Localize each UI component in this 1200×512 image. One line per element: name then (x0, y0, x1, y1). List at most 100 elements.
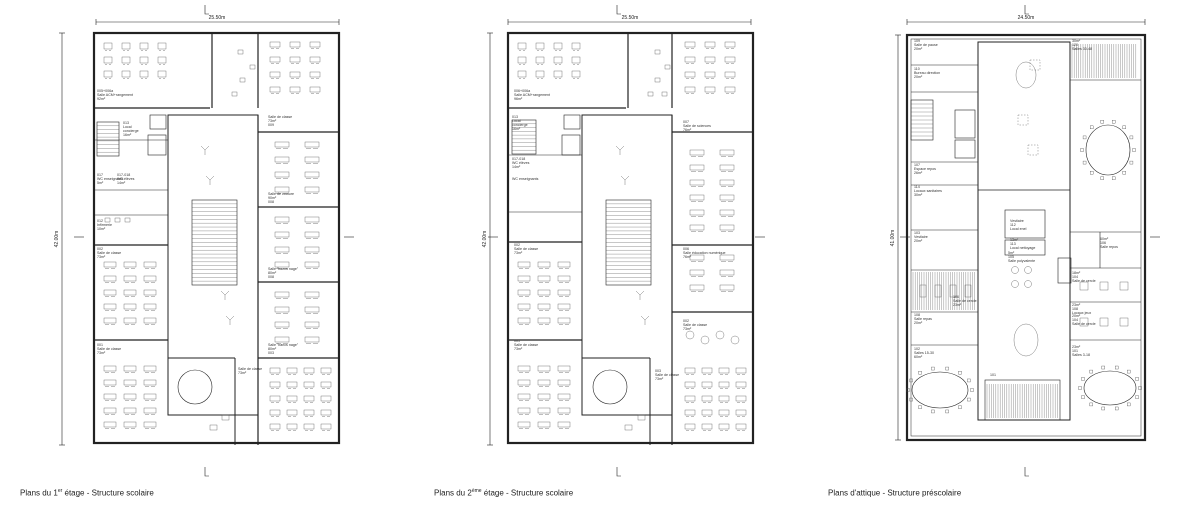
room-label: 002 (683, 319, 689, 323)
room-label: 80m² (268, 271, 277, 275)
room-label: 113 (1010, 242, 1016, 246)
room-label: 103 (914, 231, 920, 235)
width-dimension: 25.50m (209, 15, 226, 21)
room-label: 017 (97, 173, 103, 177)
room-label: 20m² (914, 239, 923, 243)
room-label: Salle de cercle (1072, 279, 1096, 283)
room-label: 92m² (97, 97, 106, 101)
room-label: 002 (97, 247, 103, 251)
room-label: 108 (914, 313, 920, 317)
height-dimension: 41.00m (890, 230, 896, 247)
room-label: Salle polyvalente (1008, 259, 1035, 263)
room-label: 109 (914, 39, 920, 43)
room-label: 008 (268, 200, 274, 204)
room-label: 96m² (514, 97, 523, 101)
room-label: 001 (97, 343, 103, 347)
room-label: WC élèves (512, 161, 530, 165)
room-label: Salle de classe (97, 251, 121, 255)
caption-plan-1: Plans du 1er étage - Structure scolaire (20, 488, 154, 498)
room-label: Salle de couture (268, 192, 294, 196)
room-label: Local nettoyage (1010, 246, 1035, 250)
room-label: Salle de classe (514, 343, 538, 347)
height-dimension: 42.00m (54, 231, 60, 248)
height-dimension: 42.00m (482, 231, 488, 248)
room-label: Salles 15-30 (914, 351, 934, 355)
room-label: 76m² (683, 255, 692, 259)
room-label: 23m² (953, 303, 962, 307)
room-label: 002 (514, 243, 520, 247)
room-label: 106 (1100, 241, 1106, 245)
room-label: WC élèves (117, 177, 135, 181)
room-label: 008 (268, 275, 274, 279)
room-label: 73m² (683, 327, 692, 331)
room-label: 012 (97, 219, 103, 223)
room-label: 18m² (1072, 271, 1081, 275)
room-label: Salle "bancs nage" (268, 267, 299, 271)
room-label: 60m² (800, 0, 809, 1)
room-label: 20m² (914, 75, 923, 79)
room-label: Local enel (1010, 227, 1027, 231)
room-label: 017-018 (117, 173, 130, 177)
room-label: 005+006a (97, 89, 113, 93)
room-label: Infirmerie (97, 223, 112, 227)
room-label: Salles 30-48 (1072, 47, 1092, 51)
room-label: 13m² (1010, 238, 1019, 242)
room-label: concierge (512, 123, 528, 127)
room-label: 14m² (512, 165, 521, 169)
room-label: 30m² (1072, 39, 1081, 43)
room-label: 26m² (914, 171, 923, 175)
room-label: Locaux jeux (1072, 311, 1091, 315)
room-label: 30m² (914, 193, 923, 197)
room-label: 003 (268, 351, 274, 355)
room-label: 120 (1072, 43, 1078, 47)
room-label: 013 (123, 121, 129, 125)
room-label: WC enseignants (97, 177, 124, 181)
room-label: 20m² (1072, 314, 1081, 318)
room-label: 105 (1008, 255, 1014, 259)
room-label: 80m² (268, 347, 277, 351)
room-label: Locaux sanitaires (914, 189, 942, 193)
room-label: Salle de classe (97, 347, 121, 351)
room-label: 90m² (268, 196, 277, 200)
room-label: 101 (1072, 349, 1078, 353)
room-label: WC enseignants (512, 177, 539, 181)
room-label: 14m² (117, 181, 126, 185)
room-label: 006 (683, 247, 689, 251)
room-label: 73m² (97, 351, 106, 355)
room-label: 73m² (514, 251, 523, 255)
room-label: 23m² (1072, 303, 1081, 307)
room-label: Salle de classe (268, 115, 292, 119)
room-label: 104 (1072, 275, 1078, 279)
room-label: 013 (512, 115, 518, 119)
room-label: Salle de classe (514, 247, 538, 251)
room-label: 108 (1072, 307, 1078, 311)
room-label: 20m² (914, 47, 923, 51)
room-label: 60m² (1100, 237, 1109, 241)
room-label: 114 (914, 185, 920, 189)
room-label: Salle repos (1100, 245, 1118, 249)
room-label: 112 (1010, 223, 1016, 227)
room-label: Salle de classe (655, 373, 679, 377)
room-label: 102 (914, 347, 920, 351)
room-label: Espace repos (914, 167, 936, 171)
room-label: Salle de cercle (1072, 322, 1096, 326)
room-label: concierge (123, 129, 139, 133)
room-label: Salle ACM+rangement (97, 93, 133, 97)
room-label: 16m² (512, 127, 521, 131)
room-label: 006+006a (514, 89, 530, 93)
room-label: Vestiaire (1010, 219, 1024, 223)
room-label: 104 (1072, 318, 1078, 322)
room-label: 73m² (268, 119, 277, 123)
width-dimension: 24.50m (1018, 15, 1035, 21)
room-label: 60m² (914, 355, 923, 359)
room-label: 007 (683, 120, 689, 124)
room-label: 101 (990, 373, 996, 377)
room-label: Salles 3-18 (1072, 353, 1090, 357)
room-label: Salle repas (914, 317, 932, 321)
